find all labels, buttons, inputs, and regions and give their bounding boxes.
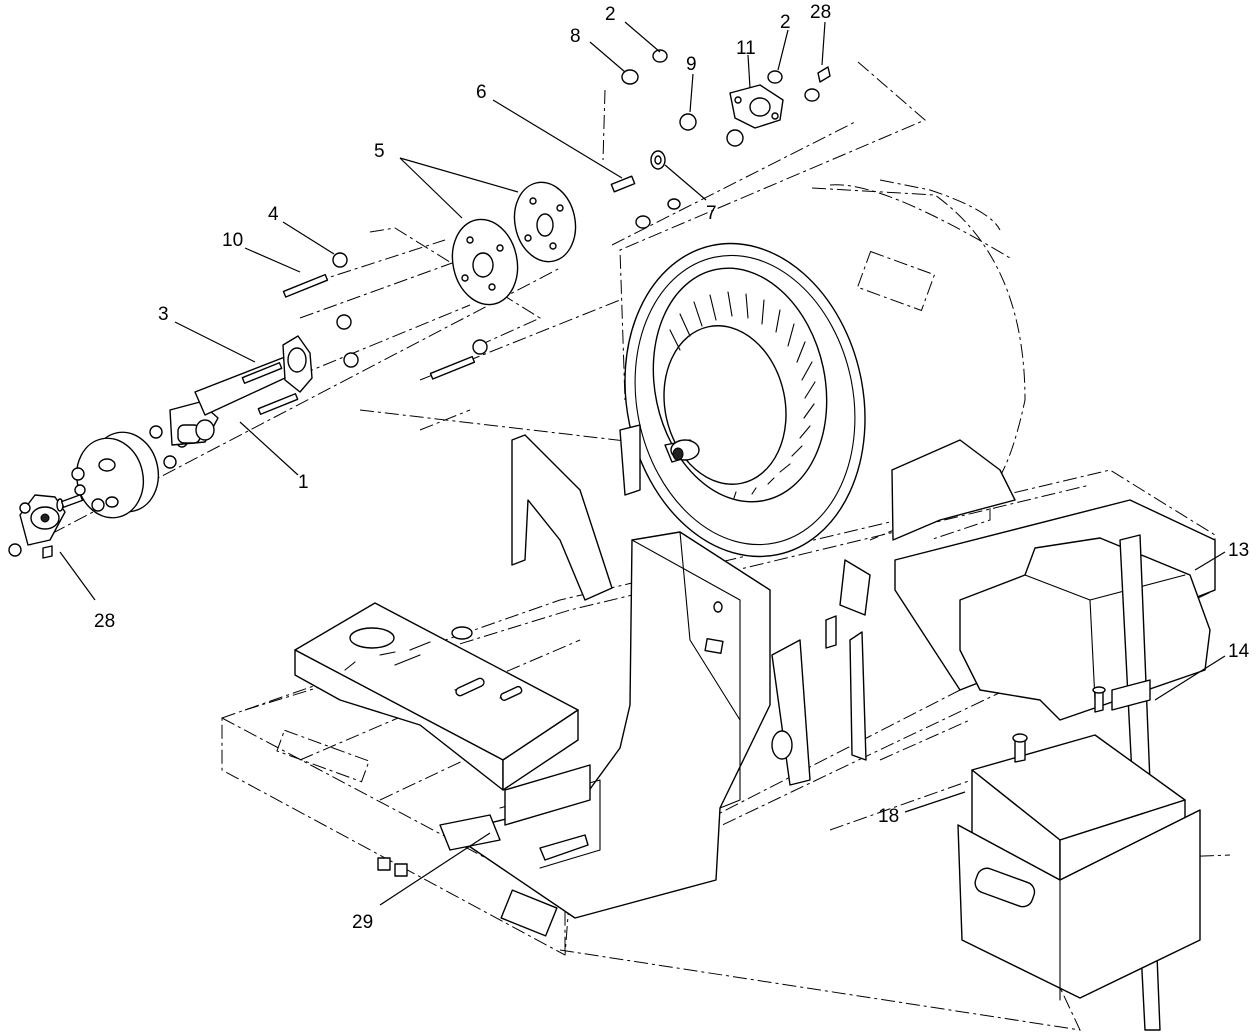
callout-9: 9 — [686, 54, 697, 75]
clamp-hub — [8, 494, 66, 559]
battery-cover — [894, 499, 1216, 1031]
callout-5: 5 — [374, 141, 385, 162]
callout-7: 7 — [706, 203, 717, 224]
engine-cover — [294, 602, 579, 791]
drive-coupling-assembly — [8, 252, 488, 559]
callout-2-top-right: 2 — [780, 12, 791, 33]
callout-6: 6 — [476, 82, 487, 103]
leader-lines — [59, 21, 1226, 906]
flex-discs — [451, 181, 577, 306]
callout-4: 4 — [268, 204, 279, 225]
callout-1: 1 — [298, 472, 309, 493]
battery-tray — [957, 809, 1201, 1001]
upper-hardware — [610, 49, 831, 229]
callout-28-bottom: 28 — [94, 611, 115, 632]
fan-blades — [669, 291, 816, 499]
callout-2-top-left: 2 — [605, 4, 616, 25]
callout-29: 29 — [352, 912, 373, 933]
center-support — [439, 531, 771, 919]
callout-13: 13 — [1228, 540, 1249, 561]
right-mounts — [771, 615, 867, 786]
callout-3: 3 — [158, 304, 169, 325]
callout-8: 8 — [570, 26, 581, 47]
callout-11: 11 — [736, 38, 756, 59]
mount-brackets — [511, 434, 1016, 601]
callout-10: 10 — [222, 230, 243, 251]
fan-shroud — [619, 179, 1026, 616]
callout-18: 18 — [878, 806, 899, 827]
callout-14: 14 — [1228, 641, 1250, 662]
coupling-nuts — [71, 425, 188, 512]
callout-labels: 2 8 2 28 11 9 6 5 7 4 10 3 1 28 13 14 18… — [94, 2, 1250, 933]
callout-28-top: 28 — [810, 2, 831, 23]
